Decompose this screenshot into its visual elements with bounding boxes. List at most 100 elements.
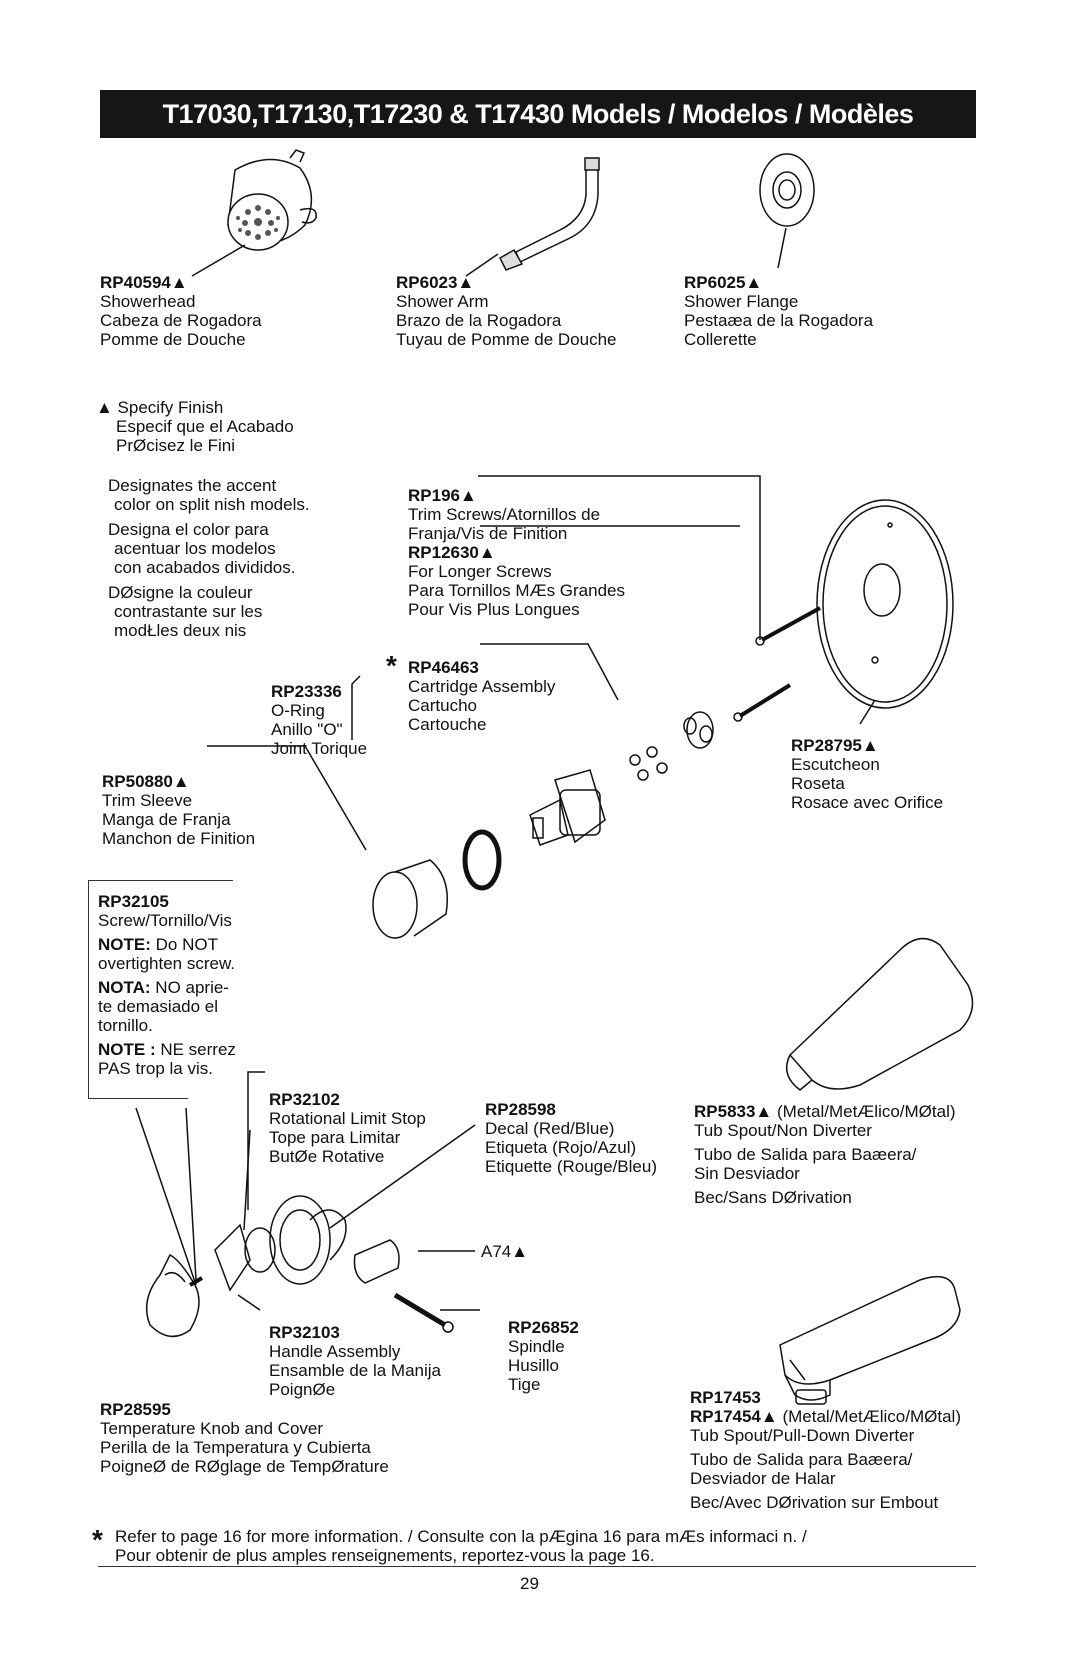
part-name: Sin Desviador [694, 1164, 800, 1183]
note-text: tornillo. [98, 1016, 153, 1035]
part-name: Pomme de Douche [100, 330, 246, 349]
part-name: Para Tornillos MÆs Grandes [408, 581, 625, 600]
footer-divider [98, 1566, 976, 1567]
knob-cover-illustration [145, 1253, 200, 1338]
part-name: Roseta [791, 774, 845, 793]
part-name: ButØe Rotative [269, 1147, 385, 1166]
part-trim-screws: RP196▲ Trim Screws/Atornillos de Franja/… [408, 486, 625, 619]
part-spindle: RP26852 Spindle Husillo Tige [508, 1318, 579, 1394]
escutcheon-illustration [816, 499, 954, 725]
part-screw: RP32105 Screw/Tornillo/Vis NOTE: Do NOT … [98, 892, 236, 1078]
part-limit-stop: RP32102 Rotational Limit Stop Tope para … [269, 1090, 426, 1166]
part-name: Husillo [508, 1356, 560, 1375]
screw-illustration [188, 1276, 204, 1287]
screw-note-bracket [88, 880, 233, 1099]
screw-note-bracket-bottom [88, 1098, 188, 1099]
part-name: Brazo de la Rogadora [396, 311, 562, 330]
part-name: O-Ring [271, 701, 325, 720]
part-code: RP50880▲ [102, 772, 190, 791]
accent-line: acentuar los modelos [114, 539, 276, 558]
part-name: Tope para Limitar [269, 1128, 401, 1147]
part-name: Joint Torique [271, 739, 368, 758]
trim-sleeve-illustration [372, 859, 448, 939]
part-code: RP32105 [98, 892, 169, 911]
part-decal: RP28598 Decal (Red/Blue) Etiqueta (Rojo/… [485, 1100, 657, 1176]
spindle-illustration [393, 1292, 454, 1333]
part-name: Manga de Franja [102, 810, 231, 829]
part-name: Etiqueta (Rojo/Azul) [485, 1138, 637, 1157]
note-text: overtighten screw. [98, 954, 236, 973]
note-line: ▲ Specify Finish [96, 398, 224, 417]
part-code: RP17454▲ [690, 1407, 778, 1426]
part-name: Pour Vis Plus Longues [408, 600, 580, 619]
part-name: Handle Assembly [269, 1342, 401, 1361]
part-code: RP5833▲ [694, 1102, 773, 1121]
part-code: RP196▲ [408, 486, 477, 505]
handle-assembly-illustration [214, 1195, 347, 1292]
part-code: RP40594▲ [100, 273, 188, 292]
footer-note: Refer to page 16 for more information. /… [115, 1527, 807, 1565]
specify-finish-note: ▲ Specify Finish Especif que el Acabado … [96, 398, 294, 455]
footer-line: Refer to page 16 for more information. /… [115, 1527, 807, 1546]
accent-line: modŁles deux nis [114, 621, 247, 640]
part-knob-cover: RP28595 Temperature Knob and Cover Peril… [100, 1400, 389, 1476]
part-name: Tubo de Salida para Baæera/ [694, 1145, 917, 1164]
note-text: PAS trop la vis. [98, 1059, 213, 1078]
part-code: RP12630▲ [408, 543, 496, 562]
part-name: Tige [508, 1375, 541, 1394]
part-name: PoigneØ de RØglage de TempØrature [100, 1457, 389, 1476]
part-escutcheon: RP28795▲ Escutcheon Roseta Rosace avec O… [791, 736, 943, 812]
tub-spout-nd-illustration [785, 937, 974, 1091]
showerhead-illustration [191, 149, 317, 277]
part-code: RP28598 [485, 1100, 556, 1119]
footer-line: Pour obtenir de plus amples renseignemen… [115, 1546, 655, 1565]
part-name: Desviador de Halar [690, 1469, 836, 1488]
note-text: NE serrez [155, 1040, 236, 1059]
part-shower-arm: RP6023▲ Shower Arm Brazo de la Rogadora … [396, 273, 617, 349]
part-shower-flange: RP6025▲ Shower Flange Pestaæa de la Roga… [684, 273, 873, 349]
part-trim-sleeve: RP50880▲ Trim Sleeve Manga de Franja Man… [102, 772, 255, 848]
part-oring: RP23336 O-Ring Anillo "O" Joint Torique [271, 682, 367, 758]
part-name: Tub Spout/Pull-Down Diverter [690, 1426, 915, 1445]
part-name: Etiquette (Rouge/Bleu) [485, 1157, 657, 1176]
part-code: RP46463 [408, 658, 479, 677]
part-handle-assembly: RP32103 Handle Assembly Ensamble de la M… [269, 1323, 441, 1399]
part-name: Escutcheon [791, 755, 880, 774]
part-name: Cartouche [408, 715, 487, 734]
oring-illustration [462, 829, 502, 891]
part-code: RP6025▲ [684, 273, 763, 292]
page-number: 29 [520, 1574, 539, 1593]
part-name: Cartucho [408, 696, 477, 715]
note-text: NO aprie- [150, 978, 229, 997]
accent-note: Designates the accent color on split nis… [108, 476, 310, 640]
footer-asterisk-icon: * [92, 1524, 103, 1555]
part-name: Collerette [684, 330, 757, 349]
part-code: RP17453 [690, 1388, 761, 1407]
part-name: Cartridge Assembly [408, 677, 556, 696]
asterisk-icon: * [386, 650, 397, 681]
part-name: Screw/Tornillo/Vis [98, 911, 232, 930]
part-cartridge: RP46463 Cartridge Assembly Cartucho Cart… [408, 658, 555, 734]
note-label: NOTE : [98, 1040, 156, 1059]
trim-screws-illustration [733, 606, 821, 722]
part-tub-spout-pd: RP17453 RP17454▲ (Metal/MetÆlico/MØtal) … [690, 1388, 961, 1512]
part-showerhead: RP40594▲ Showerhead Cabeza de Rogadora P… [100, 273, 262, 349]
accent-line: con acabados divididos. [114, 558, 296, 577]
part-code: RP23336 [271, 682, 342, 701]
accent-line: DØsigne la couleur [108, 583, 253, 602]
a74-illustration [353, 1239, 400, 1284]
part-name: Tubo de Salida para Baæera/ [690, 1450, 913, 1469]
part-code: RP28595 [100, 1400, 171, 1419]
part-name: Decal (Red/Blue) [485, 1119, 615, 1138]
part-material: (Metal/MetÆlico/MØtal) [782, 1407, 961, 1426]
part-name: PoignØe [269, 1380, 336, 1399]
part-name: Bec/Sans DØrivation [694, 1188, 852, 1207]
part-code: RP26852 [508, 1318, 579, 1337]
accent-line: Designa el color para [108, 520, 269, 539]
note-text: Do NOT [150, 935, 218, 954]
part-material: (Metal/MetÆlico/MØtal) [777, 1102, 956, 1121]
accent-line: contrastante sur les [114, 602, 263, 621]
accent-line: Designates the accent [108, 476, 277, 495]
part-name: Tuyau de Pomme de Douche [396, 330, 617, 349]
accent-line: color on split nish models. [114, 495, 310, 514]
